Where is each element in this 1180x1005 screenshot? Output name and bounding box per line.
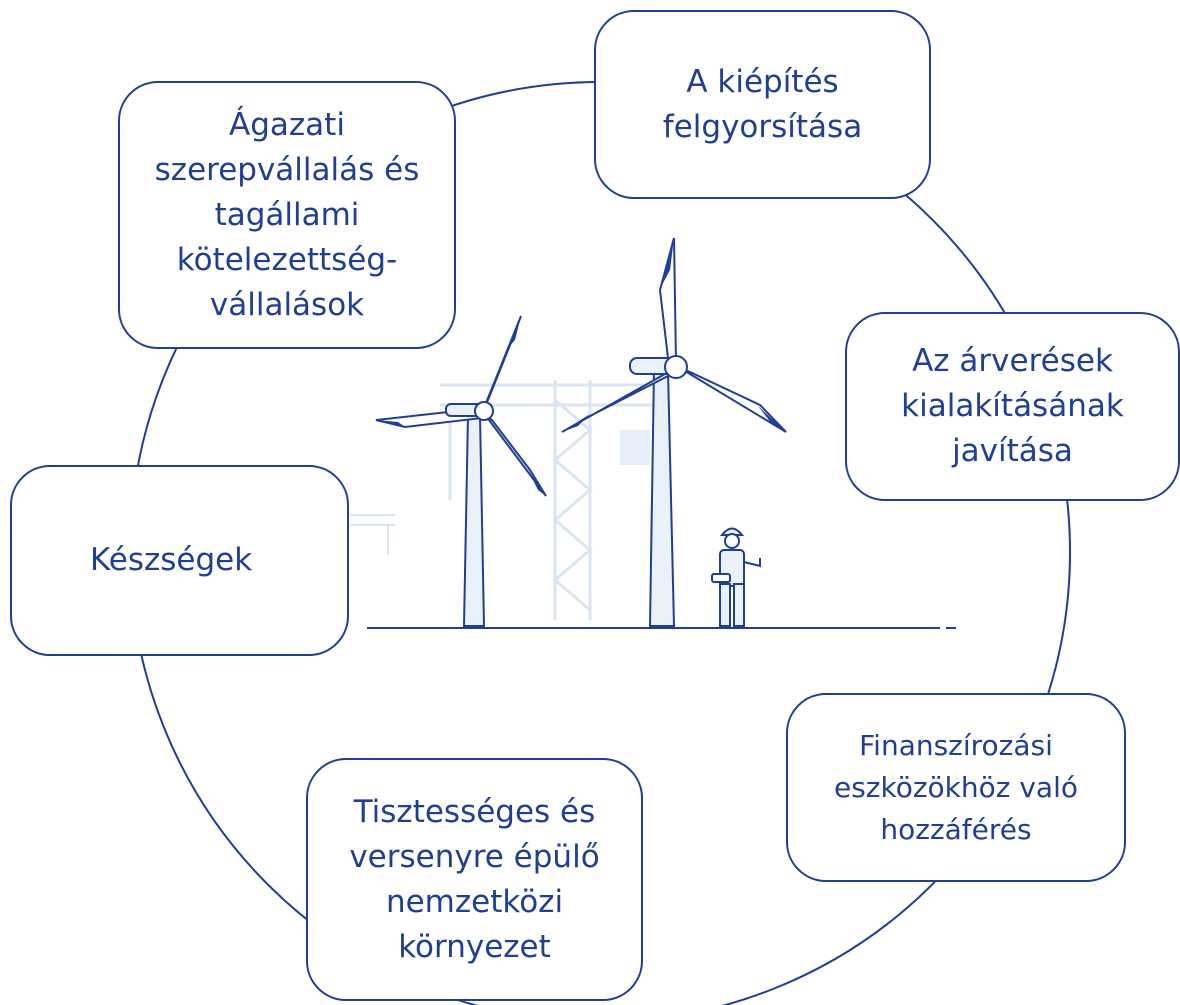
- node-fair-competitive-environment: Tisztességes és versenyre épülő nemzetkö…: [306, 758, 643, 1001]
- node-accelerate-deployment: A kiépítés felgyorsítása: [594, 10, 931, 199]
- node-sector-engagement: Ágazati szerepvállalás és tagállami köte…: [118, 81, 456, 349]
- node-auction-design-label: Az árverések kialakításának javítása: [901, 343, 1124, 469]
- node-access-to-finance: Finanszírozási eszközökhöz való hozzáfér…: [786, 693, 1126, 882]
- wind-turbine-right-icon: [561, 237, 787, 628]
- node-accelerate-deployment-label: A kiépítés felgyorsítása: [662, 63, 863, 145]
- node-sector-engagement-label: Ágazati szerepvállalás és tagállami köte…: [154, 106, 420, 323]
- node-access-to-finance-label: Finanszírozási eszközökhöz való hozzáfér…: [833, 728, 1078, 846]
- node-skills: Készségek: [10, 465, 349, 656]
- wind-turbine-left-icon: [375, 315, 547, 628]
- small-crane-icon: [350, 514, 395, 555]
- node-fair-competitive-environment-label: Tisztességes és versenyre épülő nemzetkö…: [349, 793, 600, 965]
- node-skills-label: Készségek: [90, 542, 253, 578]
- worker-icon: [711, 527, 761, 627]
- node-auction-design: Az árverések kialakításának javítása: [845, 312, 1180, 501]
